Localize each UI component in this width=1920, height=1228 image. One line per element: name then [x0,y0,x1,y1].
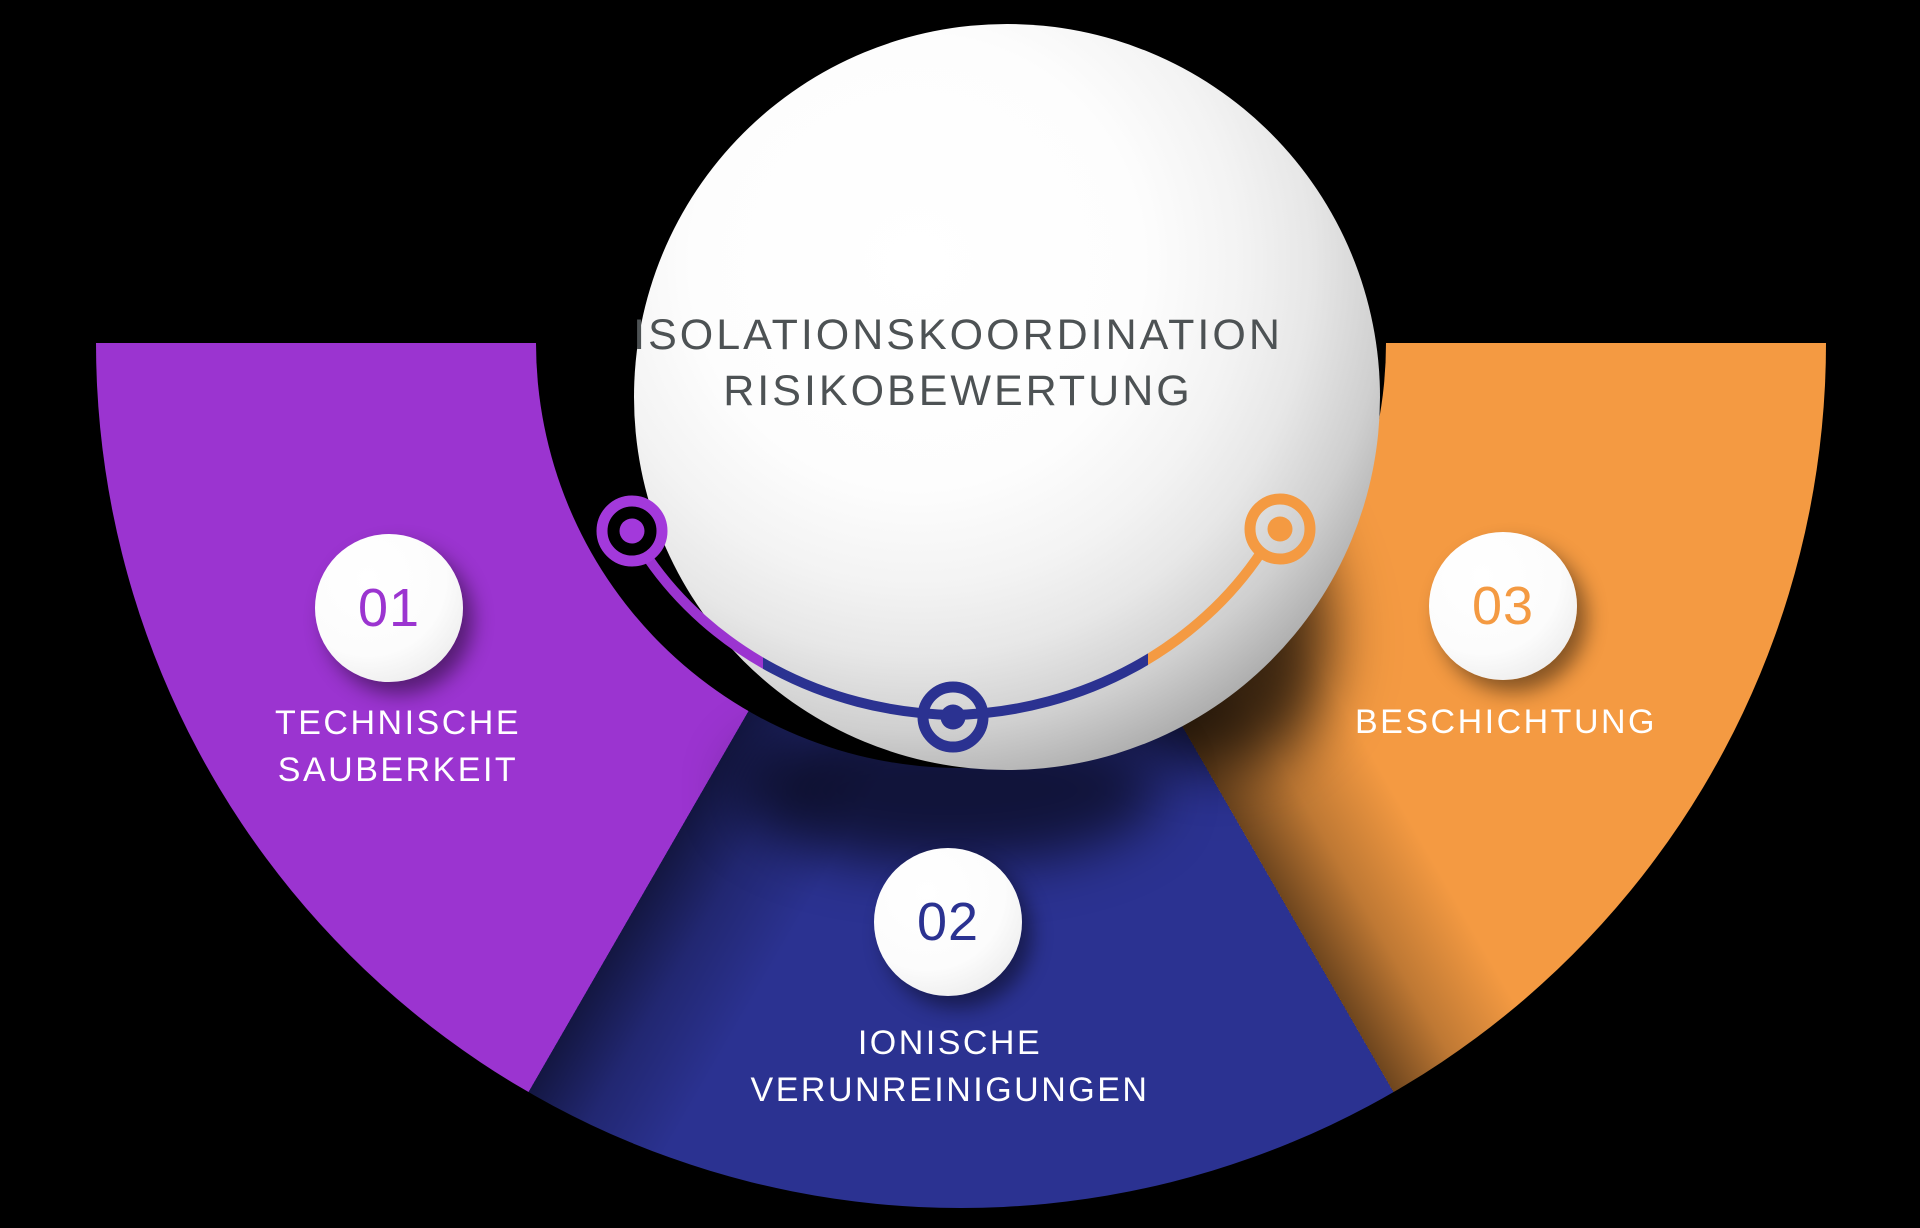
connector-arc-orange [1148,548,1267,665]
step-badge-03: 03 [1429,532,1577,680]
step-number-01: 01 [357,578,421,638]
segment-label-02: IONISCHE VERUNREINIGUNGEN [751,1020,1150,1114]
step-number-03: 03 [1471,576,1535,636]
diagram-title: ISOLATIONSKOORDINATION RISIKOBEWERTUNG [633,307,1283,419]
segment-label-03: BESCHICHTUNG [1355,699,1657,746]
circuit-node-icon-02 [917,681,989,753]
segment-label-03-line1: BESCHICHTUNG [1354,703,1658,741]
center-circle [634,24,1380,770]
step-badge-01: 01 [315,534,463,682]
segment-label-01-line1: TECHNISCHE [274,704,522,742]
title-line-2: RISIKOBEWERTUNG [723,367,1193,415]
circuit-node-icon-01 [596,495,668,567]
title-line-1: ISOLATIONSKOORDINATION [633,311,1283,359]
segment-label-01: TECHNISCHE SAUBERKEIT [275,700,521,794]
connector-arc-purple [643,555,763,669]
step-number-02: 02 [916,892,980,952]
segment-label-02-line1: IONISCHE [857,1024,1043,1062]
step-badge-02: 02 [874,848,1022,996]
circuit-node-icon-03 [1244,493,1316,565]
segment-label-02-line2: VERUNREINIGUNGEN [750,1071,1150,1109]
segment-label-01-line2: SAUBERKEIT [277,751,519,789]
